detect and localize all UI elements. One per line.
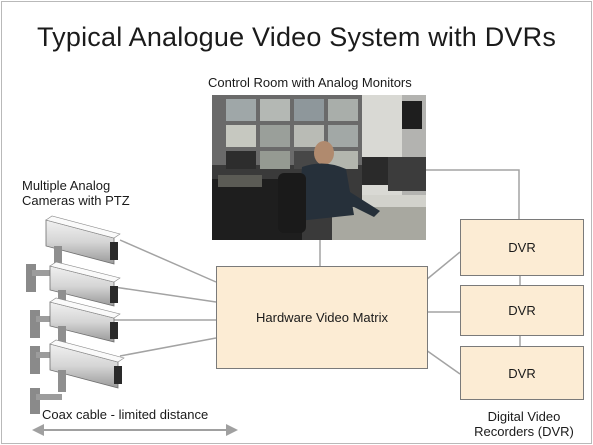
dvr-label: DVR	[508, 365, 536, 381]
dvr-caption-line2: Recorders (DVR)	[474, 424, 574, 439]
camera-icon	[26, 215, 121, 292]
matrix-to-dvr3-line	[425, 349, 461, 375]
dvr-label: DVR	[508, 240, 536, 255]
cameras-label: Multiple Analog Cameras with PTZ	[22, 178, 130, 208]
dvr-box: DVR	[460, 219, 584, 276]
matrix-to-dvr1-line	[425, 251, 461, 281]
matrix-label: Hardware Video Matrix	[256, 310, 388, 325]
slide-title: Typical Analogue Video System with DVRs	[36, 22, 557, 52]
coax-label: Coax cable - limited distance	[42, 407, 209, 422]
coax-line-cam4	[119, 337, 217, 357]
dvr-caption-line1: Digital Video	[487, 409, 561, 424]
dvr-box: DVR	[460, 285, 584, 336]
monitor-to-dvr-line	[426, 169, 520, 219]
camera-icon	[30, 339, 125, 414]
control-room-label: Control Room with Analog Monitors	[208, 75, 412, 90]
cameras-label-line1: Multiple Analog	[22, 178, 111, 193]
dvr-caption: Digital Video Recorders (DVR)	[470, 409, 578, 439]
operator-figure	[278, 141, 380, 233]
hardware-video-matrix: Hardware Video Matrix	[216, 266, 428, 369]
cameras-label-line2: Cameras with PTZ	[22, 193, 130, 208]
monitor-wall	[226, 99, 358, 169]
control-room-photo	[212, 95, 426, 240]
coax-line-cam1	[119, 239, 217, 283]
camera-icon	[30, 297, 121, 374]
dvr-box: DVR	[460, 346, 584, 400]
coax-distance-arrow	[32, 424, 238, 436]
coax-line-cam2	[113, 286, 217, 303]
dvr-label: DVR	[508, 303, 536, 318]
